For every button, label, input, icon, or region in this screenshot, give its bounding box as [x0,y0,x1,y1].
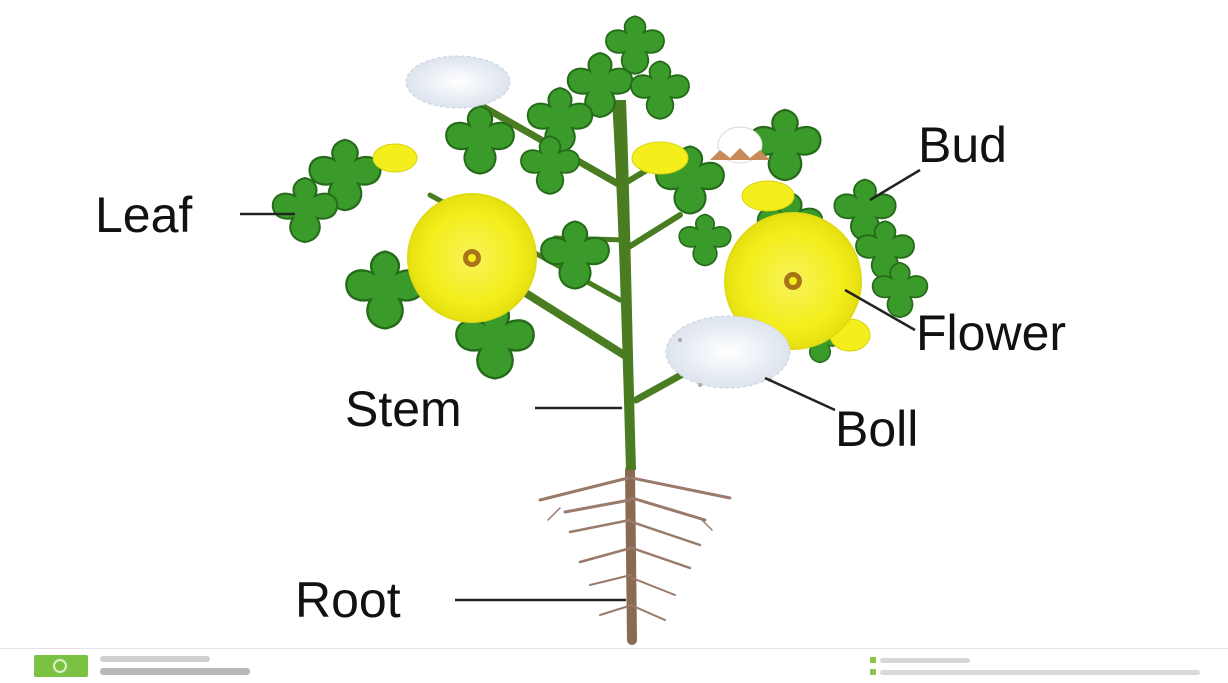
watermark-text-line [880,670,1200,675]
label-root: Root [295,572,401,628]
cotton-boll [666,316,790,388]
root-system [540,470,730,640]
label-stem: Stem [345,381,462,437]
watermark-footer [0,648,1228,683]
label-boll: Boll [835,401,918,457]
watermark-bullet [870,669,876,675]
label-leaf: Leaf [95,187,192,243]
cotton-boll-top [406,56,510,108]
flower-left [408,194,536,322]
label-flower: Flower [916,305,1066,361]
label-bud: Bud [918,117,1007,173]
watermark-text-line [100,668,250,675]
watermark-text-line [880,658,970,663]
watermark-bullet [870,657,876,663]
watermark-text-line [100,656,210,662]
camera-icon [34,655,88,677]
